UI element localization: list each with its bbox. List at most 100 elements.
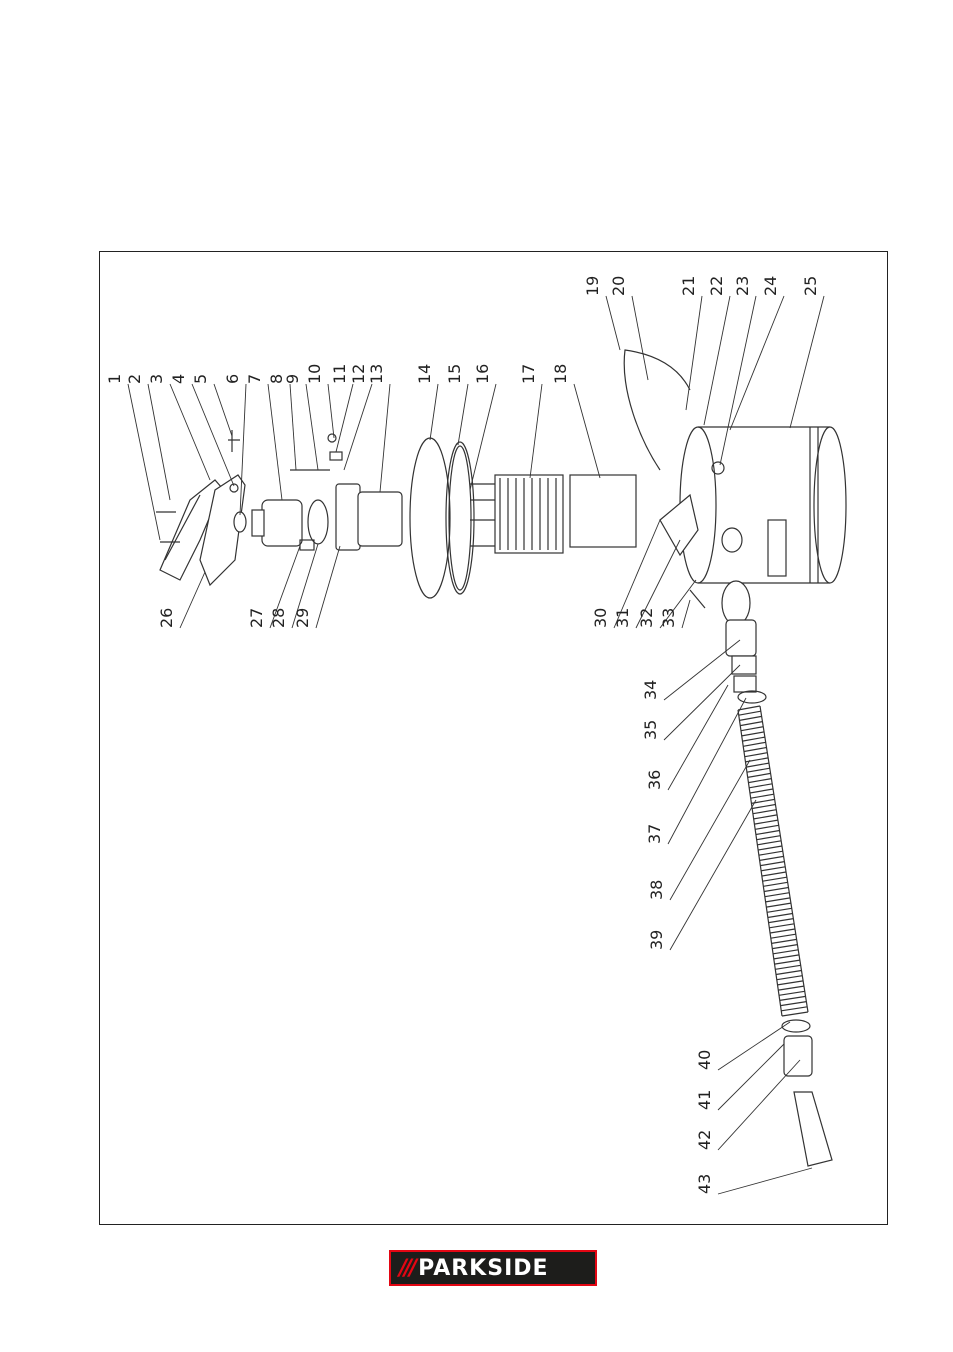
part-label-22: 22 (707, 276, 726, 296)
leader-line-41 (717, 1043, 785, 1111)
part-label-12: 12 (349, 364, 368, 384)
part-label-13: 13 (367, 364, 386, 384)
leader-line-13 (379, 383, 391, 493)
leader-line-15 (457, 383, 469, 446)
leader-line-20 (631, 295, 649, 381)
leader-line-21 (685, 295, 703, 411)
leader-line-22 (703, 295, 731, 426)
part-label-26: 26 (157, 608, 176, 628)
part-label-1: 1 (105, 374, 124, 384)
leader-line-36 (667, 684, 729, 791)
part-label-27: 27 (247, 608, 266, 628)
hose (737, 705, 809, 1017)
leader-line-30 (613, 519, 661, 629)
leader-line-42 (717, 1059, 801, 1151)
part-label-10: 10 (305, 364, 324, 384)
part-label-30: 30 (591, 608, 610, 628)
part-label-4: 4 (169, 374, 188, 384)
leader-line-18 (573, 383, 601, 479)
part-label-41: 41 (695, 1090, 714, 1110)
part-label-35: 35 (641, 720, 660, 740)
leader-line-25 (789, 295, 825, 429)
leader-line-39 (669, 799, 757, 951)
part-label-38: 38 (647, 880, 666, 900)
handle-part (156, 474, 246, 587)
leader-line-2 (147, 383, 171, 501)
leader-line-5 (213, 383, 233, 437)
leader-line-8 (289, 383, 297, 471)
leader-line-38 (669, 759, 751, 901)
leader-line-4 (191, 383, 235, 487)
part-label-7: 7 (245, 374, 264, 384)
part-label-28: 28 (269, 608, 288, 628)
leader-line-40 (717, 1021, 791, 1071)
leader-line-6 (239, 383, 247, 516)
part-label-29: 29 (293, 608, 312, 628)
leader-line-10 (327, 383, 335, 439)
leader-line-33 (681, 599, 691, 629)
parkside-logo: /// PARKSIDE (389, 1250, 597, 1286)
inlet-elbow (659, 493, 751, 626)
part-label-40: 40 (695, 1050, 714, 1070)
cartridge-filter (470, 474, 564, 554)
part-label-2: 2 (125, 374, 144, 384)
part-label-20: 20 (609, 276, 628, 296)
part-label-9: 9 (283, 374, 302, 384)
leader-line-16 (469, 383, 497, 491)
diagram-frame (99, 251, 888, 1225)
part-label-19: 19 (583, 276, 602, 296)
leader-line-1 (127, 383, 161, 541)
leader-line-19 (605, 295, 621, 351)
logo-slashes: /// (399, 1255, 417, 1281)
part-label-14: 14 (415, 364, 434, 384)
part-label-34: 34 (641, 680, 660, 700)
part-label-36: 36 (645, 770, 664, 790)
leader-line-37 (667, 697, 747, 845)
leader-line-29 (315, 545, 341, 629)
leader-line-24 (729, 295, 785, 431)
leader-line-9 (305, 383, 319, 471)
leader-line-31 (635, 539, 681, 629)
leader-line-32 (659, 579, 697, 629)
leader-line-12 (343, 383, 373, 471)
leader-line-34 (663, 639, 741, 701)
hose-connector (725, 619, 767, 704)
part-label-24: 24 (761, 276, 780, 296)
leader-line-26 (179, 571, 206, 629)
part-label-5: 5 (191, 374, 210, 384)
leader-line-27 (269, 545, 301, 629)
part-label-18: 18 (551, 364, 570, 384)
leader-line-43 (717, 1167, 813, 1195)
part-label-8: 8 (267, 374, 286, 384)
part-label-25: 25 (801, 276, 820, 296)
part-label-43: 43 (695, 1174, 714, 1194)
leader-line-23 (719, 295, 757, 466)
part-label-31: 31 (613, 608, 632, 628)
part-label-39: 39 (647, 930, 666, 950)
hose-end (781, 1019, 833, 1167)
part-label-6: 6 (223, 374, 242, 384)
part-label-32: 32 (637, 608, 656, 628)
tank (679, 426, 847, 584)
part-label-21: 21 (679, 276, 698, 296)
logo-wordmark: PARKSIDE (418, 1255, 549, 1281)
part-label-16: 16 (473, 364, 492, 384)
wire-clip (623, 349, 691, 471)
part-label-15: 15 (445, 364, 464, 384)
leader-line-3 (169, 383, 211, 481)
part-label-33: 33 (659, 608, 678, 628)
part-label-17: 17 (519, 364, 538, 384)
switch-parts (228, 430, 247, 533)
leader-line-17 (529, 383, 543, 479)
part-label-37: 37 (645, 824, 664, 844)
leader-line-28 (291, 543, 319, 629)
leader-line-35 (663, 664, 741, 741)
leader-line-11 (335, 383, 354, 453)
part-label-3: 3 (147, 374, 166, 384)
part-label-11: 11 (330, 364, 349, 384)
part-label-23: 23 (733, 276, 752, 296)
filter-discs (409, 437, 475, 599)
part-label-42: 42 (695, 1130, 714, 1150)
leader-line-14 (429, 383, 439, 441)
